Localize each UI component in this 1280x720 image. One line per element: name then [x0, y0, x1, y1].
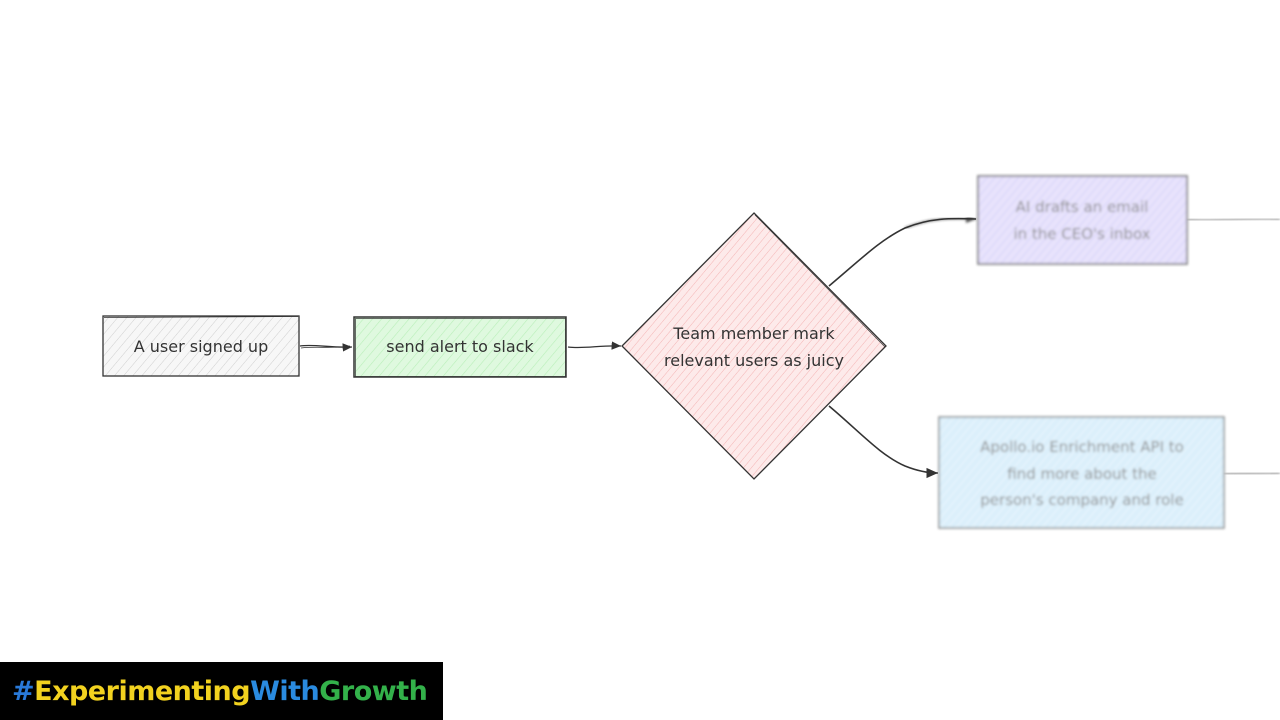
node-label-line-3: person's company and role: [980, 491, 1183, 509]
node-label-line-1: Team member mark: [672, 324, 835, 343]
node-label-line-1: AI drafts an email: [1016, 198, 1149, 216]
sketch-stroke: [355, 318, 566, 377]
node-border: [102, 315, 300, 377]
node-hatch: [978, 176, 1187, 264]
arrow-ai-email-outgoing: [1187, 218, 1280, 221]
arrow-decision-to-ai-email: [828, 214, 977, 287]
diamond-hatch: [622, 213, 886, 479]
node-ai-drafts-email[interactable]: AI drafts an email in the CEO's inbox: [977, 175, 1188, 265]
hashtag-word-growth: Growth: [319, 675, 428, 707]
arrow-signup-to-slack: [299, 343, 353, 352]
arrow-decision-to-apollo: [828, 405, 939, 479]
hashtag-symbol: #: [12, 675, 35, 707]
node-border: [353, 316, 567, 378]
node-apollo-enrichment[interactable]: Apollo.io Enrichment API to find more ab…: [938, 416, 1225, 529]
node-user-signed-up[interactable]: A user signed up: [102, 315, 300, 377]
node-hatch: [354, 317, 566, 377]
node-label: A user signed up: [134, 337, 268, 356]
node-hatch: [939, 417, 1224, 528]
diamond-border: [621, 212, 887, 480]
sketch-stroke: [103, 316, 299, 318]
node-send-alert-to-slack[interactable]: send alert to slack: [353, 316, 567, 378]
arrow-apollo-outgoing: [1224, 472, 1280, 475]
node-label-line-2: in the CEO's inbox: [1013, 225, 1150, 243]
node-label: send alert to slack: [386, 337, 534, 356]
node-label-line-2: find more about the: [1007, 465, 1157, 483]
arrow-slack-to-decision: [567, 341, 622, 350]
node-label-line-1: Apollo.io Enrichment API to: [980, 438, 1184, 456]
node-border: [938, 416, 1225, 529]
node-border: [977, 175, 1188, 265]
node-label-line-2: relevant users as juicy: [664, 351, 844, 370]
hashtag-word-with: With: [250, 675, 320, 707]
node-hatch: [103, 316, 299, 376]
hashtag-word-experimenting: Experimenting: [34, 675, 251, 707]
sketch-stroke: [754, 214, 886, 348]
node-decision-juicy[interactable]: Team member mark relevant users as juicy: [621, 212, 887, 480]
